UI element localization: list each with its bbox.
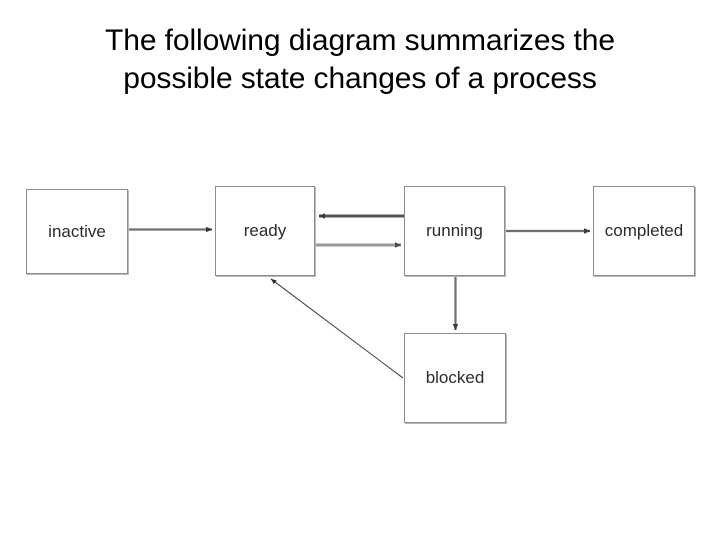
state-node-ready[interactable]: ready [215,186,315,276]
state-node-blocked[interactable]: blocked [404,333,506,423]
state-node-running[interactable]: running [404,186,505,276]
page-title: The following diagram summarizes the pos… [0,22,720,99]
state-node-completed-label: completed [604,221,684,240]
state-node-inactive[interactable]: inactive [26,189,128,274]
page-title-line-1: The following diagram summarizes the [105,24,615,57]
state-node-completed[interactable]: completed [593,186,695,276]
state-node-ready-label: ready [243,221,287,240]
state-node-blocked-label: blocked [425,368,485,387]
page-title-line-2: possible state changes of a process [123,62,597,96]
state-node-inactive-label: inactive [48,221,106,241]
state-node-running-label: running [426,221,483,240]
arrow-blocked-to-ready [270,278,404,379]
